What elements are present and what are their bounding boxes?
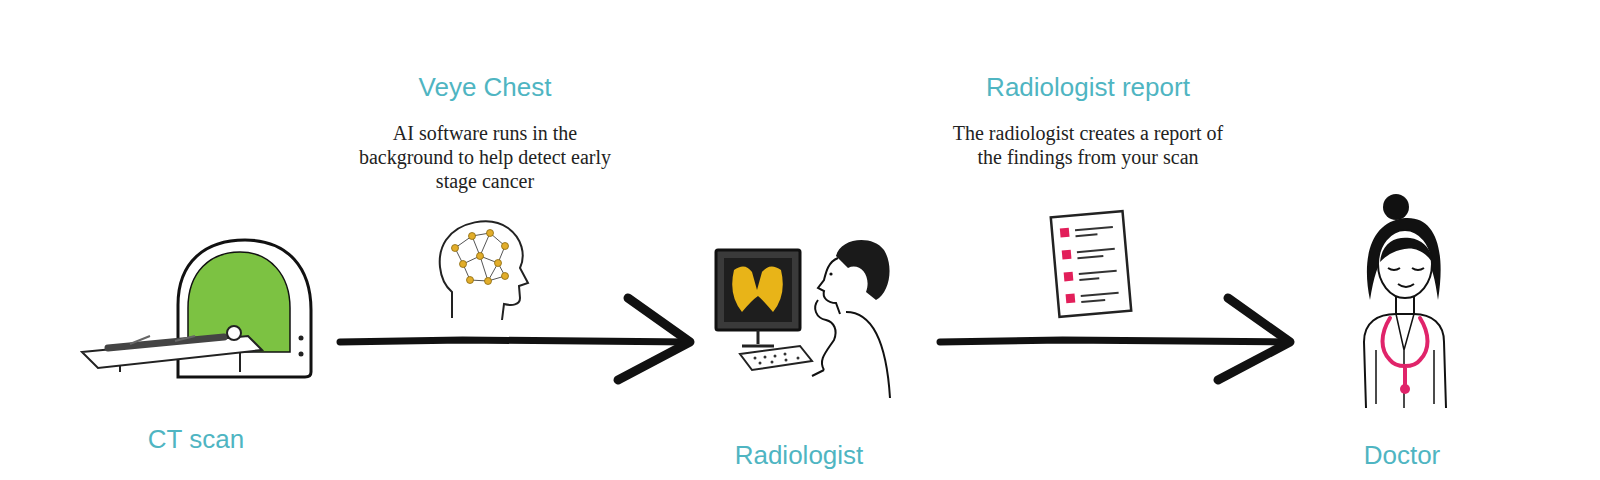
- step-node: Doctor: [1290, 195, 1514, 472]
- description-note: AI software runs in the background to he…: [349, 121, 621, 193]
- edge-heading: Radiologist report: [986, 72, 1190, 102]
- step-node: CT scan: [52, 232, 340, 464]
- step-label: Doctor: [1290, 440, 1514, 470]
- flow-arrow: [940, 298, 1290, 380]
- step-label: CT scan: [52, 424, 340, 454]
- arrow-shaft: [940, 340, 1290, 342]
- radiologist-illustration: [716, 240, 890, 398]
- ai-brain-icon: [440, 221, 528, 320]
- description-note: The radiologist creates a report of the …: [952, 121, 1224, 169]
- arrow-shaft: [340, 340, 690, 342]
- ct-scanner-illustration: [82, 240, 311, 377]
- arrow-head: [618, 298, 690, 380]
- report-document-icon: [1051, 211, 1131, 317]
- doctor-illustration: [1364, 194, 1446, 408]
- edge-heading: Veye Chest: [419, 72, 552, 102]
- step-node: Radiologist: [690, 240, 940, 472]
- flow-arrow: [340, 298, 690, 380]
- arrow-head: [1218, 298, 1290, 380]
- step-label: Radiologist: [690, 440, 908, 470]
